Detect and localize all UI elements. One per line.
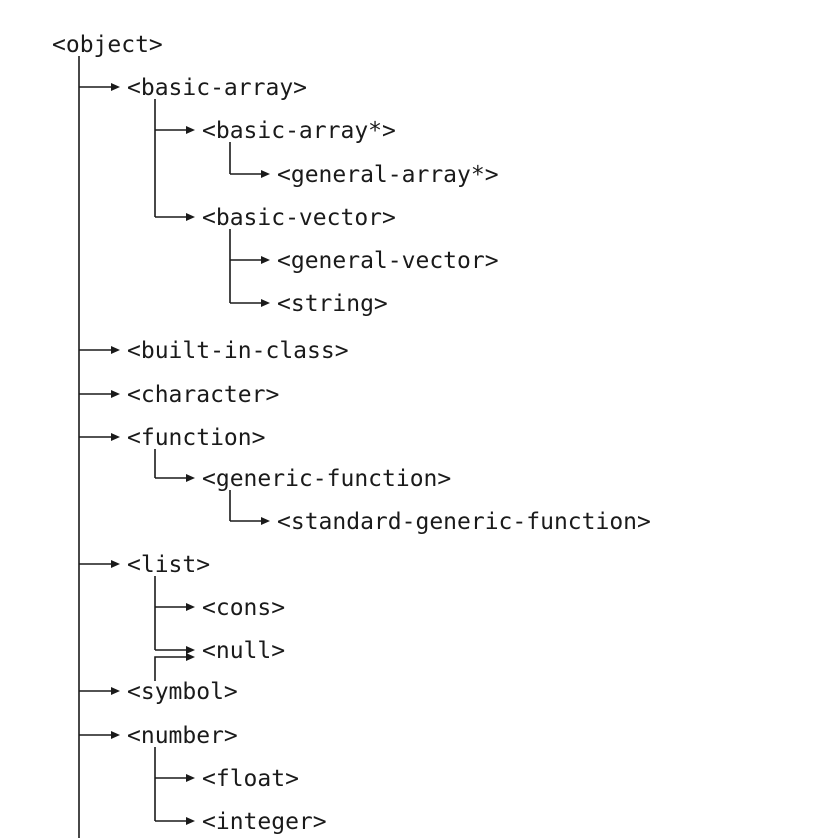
edge-symbol-to-null bbox=[154, 656, 187, 681]
node-standard-generic-function: <standard-generic-function> bbox=[277, 509, 651, 535]
arrowhead-symbol-to-null bbox=[186, 653, 195, 661]
arrowhead-generic-function bbox=[186, 474, 195, 482]
arrowhead-number bbox=[111, 731, 120, 739]
arrowhead-string bbox=[261, 299, 270, 307]
arrowhead-standard-generic-function bbox=[261, 517, 270, 525]
node-general-array-star: <general-array*> bbox=[277, 162, 499, 188]
node-object: <object> bbox=[52, 32, 163, 58]
node-symbol: <symbol> bbox=[127, 679, 238, 705]
node-integer: <integer> bbox=[202, 809, 327, 835]
node-basic-array-star: <basic-array*> bbox=[202, 118, 396, 144]
node-float: <float> bbox=[202, 766, 299, 792]
node-basic-array: <basic-array> bbox=[127, 75, 307, 101]
node-string: <string> bbox=[277, 291, 388, 317]
arrowhead-basic-array bbox=[111, 83, 120, 91]
node-basic-vector: <basic-vector> bbox=[202, 205, 396, 231]
arrowhead-null bbox=[186, 646, 195, 654]
edge-layer bbox=[78, 56, 270, 838]
node-generic-function: <generic-function> bbox=[202, 466, 451, 492]
node-character: <character> bbox=[127, 382, 279, 408]
node-list: <list> bbox=[127, 552, 210, 578]
arrowhead-float bbox=[186, 774, 195, 782]
arrowhead-basic-array-star bbox=[186, 126, 195, 134]
arrowhead-general-array-star bbox=[261, 170, 270, 178]
node-null: <null> bbox=[202, 638, 285, 664]
node-cons: <cons> bbox=[202, 595, 285, 621]
arrowhead-basic-vector bbox=[186, 213, 195, 221]
arrowhead-cons bbox=[186, 603, 195, 611]
node-function: <function> bbox=[127, 425, 265, 451]
arrowhead-character bbox=[111, 390, 120, 398]
node-general-vector: <general-vector> bbox=[277, 248, 499, 274]
arrowhead-symbol bbox=[111, 687, 120, 695]
arrowhead-built-in-class bbox=[111, 346, 120, 354]
arrowhead-general-vector bbox=[261, 256, 270, 264]
arrowhead-integer bbox=[186, 817, 195, 825]
arrowhead-list bbox=[111, 560, 120, 568]
node-built-in-class: <built-in-class> bbox=[127, 338, 349, 364]
label-layer: <object> <basic-array> <basic-array*> <gene… bbox=[52, 32, 651, 835]
arrowhead-function bbox=[111, 433, 120, 441]
node-number: <number> bbox=[127, 723, 238, 749]
